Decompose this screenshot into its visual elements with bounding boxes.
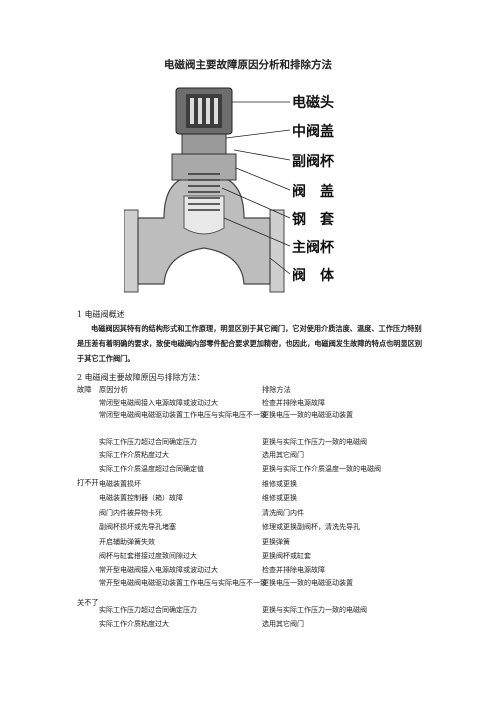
table-cause-cell: 副阀杯损坏或先导孔堵塞 <box>99 523 176 531</box>
page-title: 电磁阀主要故障原因分析和排除方法 <box>164 59 332 71</box>
table-cause-cell: 实际工作介质粘度过大 <box>99 620 169 628</box>
table-fix-cell: 更换与实际工作介质温度一致的电磁阀 <box>262 465 381 473</box>
table-fix-cell: 更换弹簧 <box>262 538 290 546</box>
table-fix-cell: 更换阀杯或缸套 <box>262 552 311 560</box>
label-bonnet: 阀 盖 <box>292 183 334 200</box>
header-fix: 排除方法 <box>262 385 291 394</box>
table-fix-cell: 维修或更换 <box>262 480 297 488</box>
label-mid-cap: 中阀盖 <box>292 123 334 140</box>
table-fix-cell: 检查并排除电源故障 <box>262 399 325 407</box>
section2-heading: 2 电磁阀主要故障原因与排除方法： <box>77 373 205 382</box>
section1-paragraph: 电磁阀因其特有的结构形式和工作原理，明显区别于其它阀门，它对使用介质洁度、温度、… <box>77 324 423 363</box>
group-cannot-open: 打不开 <box>77 478 99 487</box>
table-cause-cell: 常闭型电磁阀电磁驱动装置工作电压与实际电压不一致 <box>99 411 267 419</box>
label-main-cup: 主阀杯 <box>292 239 335 256</box>
header-cause: 原因分析 <box>99 385 128 394</box>
group-cannot-close: 关不了 <box>77 598 99 607</box>
label-coil: 电磁头 <box>292 94 334 111</box>
section1-heading: 1 电磁阀概述 <box>77 310 125 319</box>
table-cause-cell: 实际工作压力超过合同确定压力 <box>99 438 197 446</box>
table-fix-cell: 更换电压一致的电磁驱动装置 <box>262 411 353 419</box>
label-steel-sleeve: 钢 套 <box>292 211 334 228</box>
table-cause-cell: 开启辅助弹簧失效 <box>99 538 155 546</box>
table-fix-cell: 清洗阀门内件 <box>262 509 304 517</box>
table-fix-cell: 更换电压一致的电磁驱动装置 <box>262 579 353 587</box>
table-cause-cell: 常开型电磁阀电磁驱动装置工作电压与实际电压不一致 <box>99 579 267 587</box>
label-sub-cup: 副阀杯 <box>292 153 335 170</box>
table-cause-cell: 常开型电磁阀接入电源故障或波动过大 <box>99 566 218 574</box>
table-cause-cell: 阀门内件被异物卡死 <box>99 509 162 517</box>
table-cause-cell: 实际工作介质粘度过大 <box>99 451 169 459</box>
table-cause-cell: 实际工作压力超过合同确定压力 <box>99 606 197 614</box>
table-cause-cell: 阀杯与缸套搭接过度致间隙过大 <box>99 552 197 560</box>
table-cause-cell: 实际工作介质温度超过合同确定值 <box>99 465 204 473</box>
table-fix-cell: 更换与实际工作压力一致的电磁阀 <box>262 606 367 614</box>
header-fault: 故障 <box>77 385 92 394</box>
table-cause-cell: 电磁装置损坏 <box>99 480 141 488</box>
table-fix-cell: 维修或更换 <box>262 494 297 502</box>
table-fix-cell: 更换与实际工作压力一致的电磁阀 <box>262 438 367 446</box>
valve-cross-section-diagram: 电磁头 中阀盖 副阀杯 阀 盖 钢 套 主阀杯 阀 体 <box>124 87 335 293</box>
table-fix-cell: 检查并排除电源故障 <box>262 566 325 574</box>
label-body: 阀 体 <box>292 267 335 284</box>
table-cause-cell: 电磁装置控制器（箱）故障 <box>99 494 183 502</box>
table-fix-cell: 选用其它阀门 <box>262 451 304 459</box>
table-fix-cell: 修理或更换副阀杯，清洗先导孔 <box>262 523 360 531</box>
table-fix-cell: 选用其它阀门 <box>262 620 304 628</box>
table-cause-cell: 常闭型电磁阀接入电源故障或波动过大 <box>99 399 218 407</box>
